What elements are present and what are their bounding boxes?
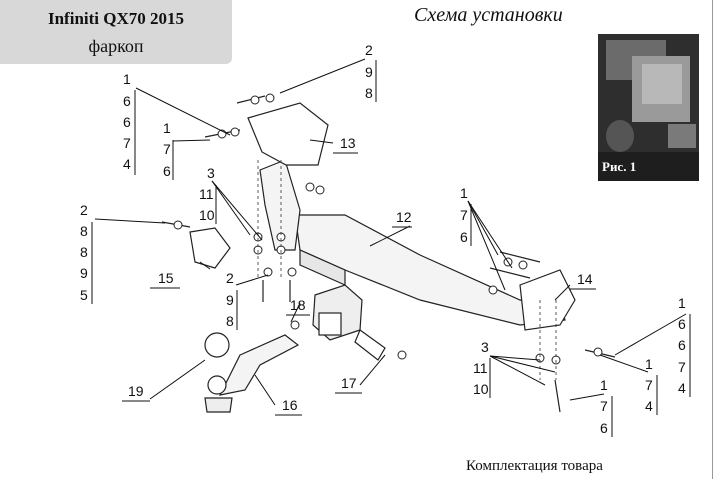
callout-number: 8 (80, 244, 88, 260)
callout-number: 1 (600, 377, 608, 393)
callout-number: 2 (80, 202, 88, 218)
reference-photo: Рис. 1 (598, 34, 699, 181)
part-label-14: 14 (570, 271, 596, 290)
callout-right-stack: 1 6 6 7 4 (678, 295, 691, 397)
part-label-19: 19 (122, 383, 150, 402)
photo-caption: Рис. 1 (602, 159, 637, 174)
callout-left-mid-a: 3 11 10 (199, 165, 217, 224)
callout-number: 4 (678, 380, 686, 396)
part-label-17: 17 (335, 375, 362, 394)
right-bracket (519, 269, 576, 331)
callout-top-left-small: 1 7 6 (163, 120, 174, 180)
part-number: 12 (396, 209, 412, 225)
callout-number: 9 (80, 265, 88, 281)
locking-pin (354, 329, 386, 361)
model-title: Infiniti QX70 2015 (47, 9, 185, 28)
callout-number: 8 (365, 85, 373, 101)
callout-number: 6 (460, 229, 468, 245)
callout-number: 7 (645, 377, 653, 393)
callout-number: 11 (473, 360, 488, 376)
callout-number: 8 (226, 313, 234, 329)
callout-number: 7 (460, 207, 468, 223)
part-number: 14 (577, 271, 593, 287)
part-label-16: 16 (275, 397, 302, 416)
callout-number: 11 (199, 186, 214, 202)
callout-number: 3 (481, 339, 489, 355)
callout-number: 7 (163, 141, 171, 157)
callout-number: 6 (678, 316, 686, 332)
tow-ball-cover (204, 332, 230, 358)
part-label-18: 18 (286, 297, 310, 316)
part-number: 15 (158, 270, 174, 286)
product-title: фаркоп (88, 36, 144, 56)
callout-number: 9 (365, 64, 373, 80)
callout-top-center: 2 9 8 (365, 42, 377, 102)
callout-number: 6 (163, 163, 171, 179)
callout-number: 6 (123, 93, 131, 109)
callout-number: 4 (645, 398, 653, 414)
part-label-13: 13 (333, 135, 358, 154)
callout-number: 7 (678, 359, 686, 375)
socket-plate (189, 227, 231, 269)
callout-number: 10 (473, 381, 489, 397)
part-number: 13 (340, 135, 356, 151)
callout-left-low: 2 9 8 (226, 270, 238, 330)
left-bracket (247, 102, 329, 166)
callout-top-left-stack: 1 6 6 7 4 (123, 71, 136, 175)
callout-number: 1 (460, 185, 468, 201)
footer-text: Комплектация товара (466, 458, 603, 474)
callout-number: 7 (123, 135, 131, 151)
title-box: Infiniti QX70 2015 фаркоп (0, 0, 232, 64)
ball-mount (218, 334, 300, 396)
callout-left-mid-b: 2 8 8 9 5 (80, 202, 93, 304)
callout-number: 6 (600, 420, 608, 436)
callout-number: 7 (600, 398, 608, 414)
part-label-15: 15 (150, 270, 180, 289)
callout-number: 3 (207, 165, 215, 181)
callout-number: 6 (678, 337, 686, 353)
callout-number: 10 (199, 207, 215, 223)
callout-number: 1 (123, 71, 131, 87)
callout-number: 2 (365, 42, 373, 58)
tow-ball (207, 375, 227, 395)
part-number: 17 (341, 375, 357, 391)
callout-right-small: 1 7 4 (645, 356, 658, 415)
callout-number: 9 (226, 292, 234, 308)
callout-right-lower-a: 3 11 10 (473, 339, 491, 398)
callout-number: 8 (80, 223, 88, 239)
part-number: 18 (290, 297, 306, 313)
part-number: 19 (128, 383, 144, 399)
callout-right-lower-b: 1 7 6 (600, 377, 613, 437)
callout-number: 2 (226, 270, 234, 286)
scheme-title: Схема установки (414, 4, 563, 26)
photo-illustration (598, 34, 699, 181)
callout-number: 1 (163, 120, 171, 136)
callout-number: 5 (80, 287, 88, 303)
callout-right-upper: 1 7 6 (460, 185, 472, 246)
callout-number: 1 (645, 356, 653, 372)
callout-number: 1 (678, 295, 686, 311)
callout-number: 4 (123, 156, 131, 172)
callout-number: 6 (123, 114, 131, 130)
part-number: 16 (282, 397, 298, 413)
part-label-12: 12 (392, 209, 412, 228)
